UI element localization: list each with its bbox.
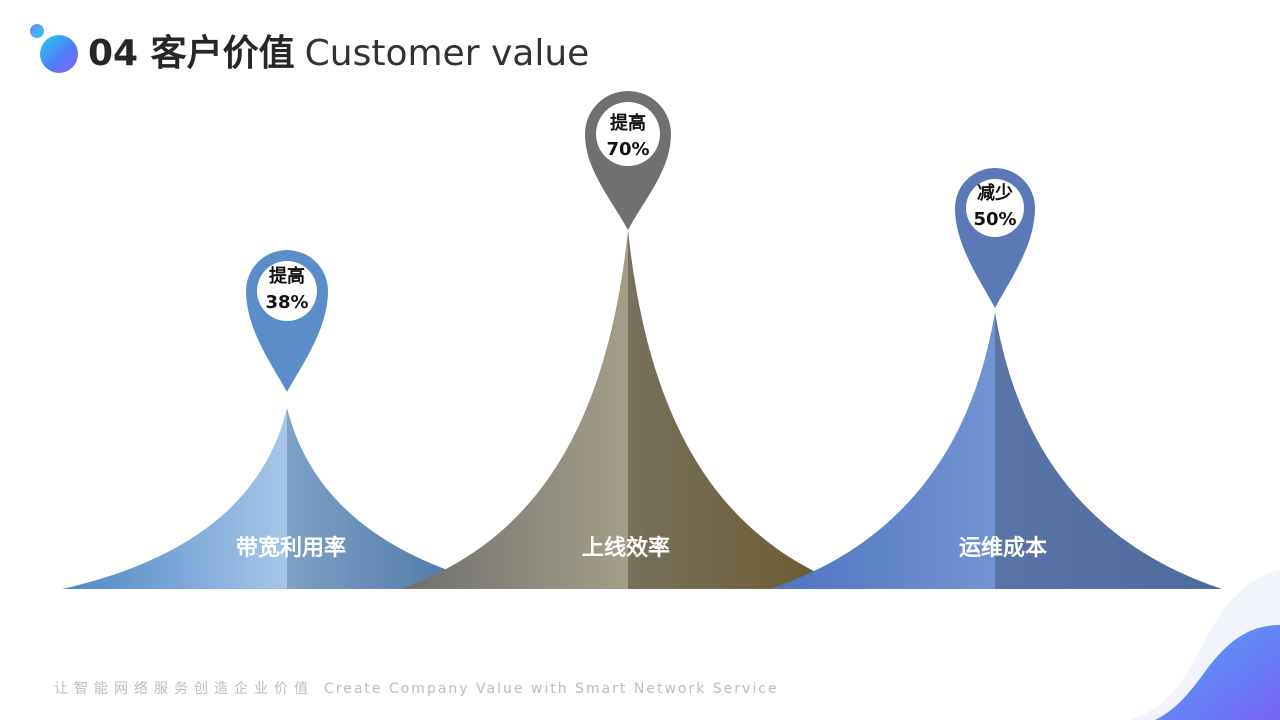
- pin-launch-text: 提高 70%: [583, 111, 673, 163]
- logo-dot-small: [30, 24, 44, 38]
- pin-ops-line1: 减少: [977, 183, 1013, 204]
- pin-bandwidth-icon: [246, 250, 328, 392]
- title-english: Customer value: [304, 33, 590, 74]
- pin-ops-line2: 50%: [973, 209, 1017, 230]
- footer-slogan: 让智能网络服务创造企业价值 Create Company Value with S…: [54, 678, 779, 698]
- footer-chinese: 让智能网络服务创造企业价值: [54, 681, 314, 697]
- pin-bandwidth-line1: 提高: [269, 266, 305, 287]
- label-ops: 运维成本: [958, 536, 1047, 561]
- pin-launch-line1: 提高: [610, 113, 646, 134]
- mountain-bandwidth-right: [287, 408, 512, 589]
- pin-ops-icon: [955, 168, 1035, 308]
- label-bandwidth: 带宽利用率: [235, 536, 346, 561]
- pin-launch-line2: 70%: [606, 139, 650, 160]
- corner-wave-decoration: [1130, 570, 1280, 720]
- mountain-launch-left: [400, 230, 628, 589]
- mountain-ops-left: [770, 312, 995, 589]
- label-launch: 上线效率: [581, 536, 670, 561]
- pin-launch-icon: [585, 91, 671, 230]
- pin-bandwidth-text: 提高 38%: [242, 264, 332, 316]
- mountain-bandwidth-left: [62, 408, 287, 589]
- pin-ops-text: 减少 50%: [950, 181, 1040, 233]
- mountain-ops-right: [995, 312, 1222, 589]
- logo-dot-large: [40, 35, 78, 73]
- footer-english: Create Company Value with Smart Network …: [324, 681, 779, 697]
- pin-bandwidth-line2: 38%: [265, 292, 309, 313]
- title-chinese: 04 客户价值: [88, 33, 295, 74]
- mountain-launch-right: [628, 230, 856, 589]
